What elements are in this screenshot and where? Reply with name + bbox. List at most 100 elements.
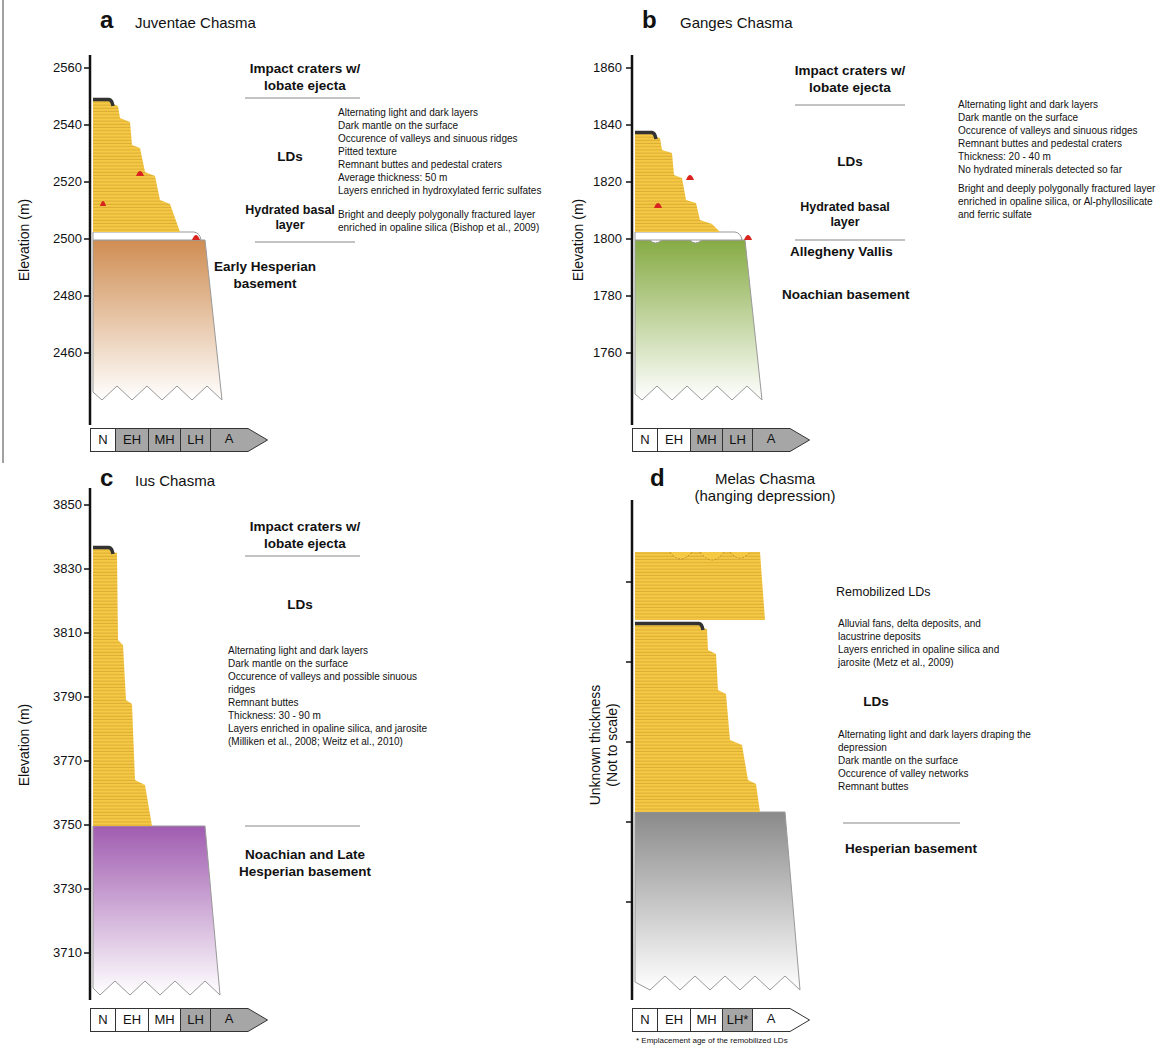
axis-tick-label: 3790 [53, 689, 82, 704]
unit-description: Occurence of valleys and possible sinuou… [228, 670, 433, 696]
axis-tick-label: 1800 [593, 231, 622, 246]
text-group: c [100, 464, 113, 492]
axis-tick-label: 1820 [593, 174, 622, 189]
axis-tick-label: 1840 [593, 117, 622, 132]
text-group: LDs [820, 153, 880, 170]
text-group: Juventae Chasma [135, 14, 256, 31]
axis-tick-label: 2460 [53, 345, 82, 360]
period-label: LH [187, 1012, 204, 1027]
unit-heading: LDs [820, 153, 880, 170]
axis-tick-label: 3850 [53, 497, 82, 512]
unit-description: Remnant buttes [228, 696, 433, 709]
unit-description: Average thickness: 50 m [338, 171, 578, 184]
text-group: Hydrated basal layer [245, 203, 335, 233]
footnote: * Emplacement age of the remobilized LDs [636, 1036, 788, 1045]
unit-description: Remnant buttes [838, 780, 1043, 793]
text-group: Impact craters w/ lobate ejecta [230, 60, 380, 94]
unit-heading: Allegheny Vallis [790, 243, 893, 260]
unit-description: Alternating light and dark layers [338, 106, 578, 119]
unit-description: Dark mantle on the surface [838, 754, 1043, 767]
axis-tick-label: 1780 [593, 288, 622, 303]
unit-description: Occurence of valleys and sinuous ridges [338, 132, 578, 145]
text-group: * Emplacement age of the remobilized LDs [636, 1036, 788, 1045]
unit-description: Alternating light and dark layers drapin… [838, 728, 1043, 754]
arrow-shape [210, 428, 268, 452]
unit-heading: LDs [270, 596, 330, 613]
period-box: EH [115, 1008, 149, 1032]
period-box: LH [180, 428, 211, 452]
axis-title: Elevation (m) [16, 170, 33, 310]
period-box: EH [115, 428, 149, 452]
panel-letter: a [100, 6, 113, 34]
text-group: LDs [260, 148, 320, 165]
axis-tick-label: 3830 [53, 561, 82, 576]
text-group: Bright and deeply polygonally fractured … [338, 208, 570, 234]
period-label: N [640, 1012, 649, 1027]
text-group: Noachian basement [782, 286, 910, 303]
period-label: LH [729, 432, 746, 447]
text-group: Alternating light and dark layers drapin… [838, 728, 1043, 793]
unit-description: Layers enriched in opaline silica and ja… [838, 643, 1023, 669]
period-label: LH [187, 432, 204, 447]
period-label: MH [696, 432, 716, 447]
unit-description: Thickness: 30 - 90 m [228, 709, 433, 722]
period-label: N [640, 432, 649, 447]
period-label: A [225, 431, 234, 446]
unit-description: Remnant buttes and pedestal craters [338, 158, 578, 171]
text-group: Impact craters w/ lobate ejecta [230, 518, 380, 552]
period-label: N [98, 432, 107, 447]
period-label: MH [154, 432, 174, 447]
period-arrow: A [752, 1008, 810, 1032]
unit-heading: Impact craters w/ lobate ejecta [775, 62, 925, 96]
arrow-shape [752, 428, 810, 452]
period-box: N [632, 428, 658, 452]
period-label: MH [696, 1012, 716, 1027]
axis-tick-label: 2540 [53, 117, 82, 132]
period-box: N [632, 1008, 658, 1032]
text-group: Ganges Chasma [680, 14, 793, 31]
unit-heading: Impact craters w/ lobate ejecta [230, 518, 380, 552]
axis-tick-label: 3810 [53, 625, 82, 640]
text-group: Hesperian basement [845, 840, 977, 857]
axis-tick-label: 1860 [593, 60, 622, 75]
unit-description: Dark mantle on the surface [958, 111, 1158, 124]
unit-description: Dark mantle on the surface [228, 657, 433, 670]
unit-description: Alternating light and dark layers [228, 644, 433, 657]
period-box: MH [148, 1008, 181, 1032]
period-arrow: A [752, 428, 810, 452]
axis-tick-label: 2480 [53, 288, 82, 303]
text-group: Alluvial fans, delta deposits, and lacus… [838, 617, 1023, 669]
period-box: LH [180, 1008, 211, 1032]
arrow-shape [210, 1008, 268, 1032]
unit-heading: Hydrated basal layer [245, 203, 335, 233]
text-group: Remobilized LDs [836, 585, 930, 599]
period-label: A [225, 1011, 234, 1026]
unit-description: Occurence of valleys and sinuous ridges [958, 124, 1158, 137]
axis-tick-label: 3730 [53, 881, 82, 896]
period-label: MH [154, 1012, 174, 1027]
text-group: Ius Chasma [135, 472, 215, 489]
text-group: Alternating light and dark layersDark ma… [958, 98, 1158, 176]
unit-description: Dark mantle on the surface [338, 119, 578, 132]
unit-description: Alluvial fans, delta deposits, and lacus… [838, 617, 1023, 643]
axis-tick-label: 2520 [53, 174, 82, 189]
panel-title: Juventae Chasma [135, 14, 256, 31]
unit-description: Bright and deeply polygonally fractured … [958, 182, 1158, 221]
unit-description: Remnant buttes and pedestal craters [958, 137, 1158, 150]
arrow-shape [752, 1008, 810, 1032]
text-group: Impact craters w/ lobate ejecta [775, 62, 925, 96]
period-arrow: A [210, 428, 268, 452]
text-group: LDs [846, 693, 906, 710]
text-group: Alternating light and dark layersDark ma… [228, 644, 433, 748]
text-group: Bright and deeply polygonally fractured … [958, 182, 1158, 221]
unit-heading: Noachian and Late Hesperian basement [225, 846, 385, 880]
period-box: N [90, 428, 116, 452]
period-label: EH [665, 432, 683, 447]
panel-title: Ganges Chasma [680, 14, 793, 31]
period-box: EH [657, 1008, 691, 1032]
unit-heading: Impact craters w/ lobate ejecta [230, 60, 380, 94]
unit-description: Layers enriched in opaline silica, and j… [228, 722, 433, 748]
axis-title: Unknown thickness (Not to scale) [587, 670, 621, 820]
text-group: Melas Chasma (hanging depression) [685, 470, 845, 504]
period-box: MH [148, 428, 181, 452]
